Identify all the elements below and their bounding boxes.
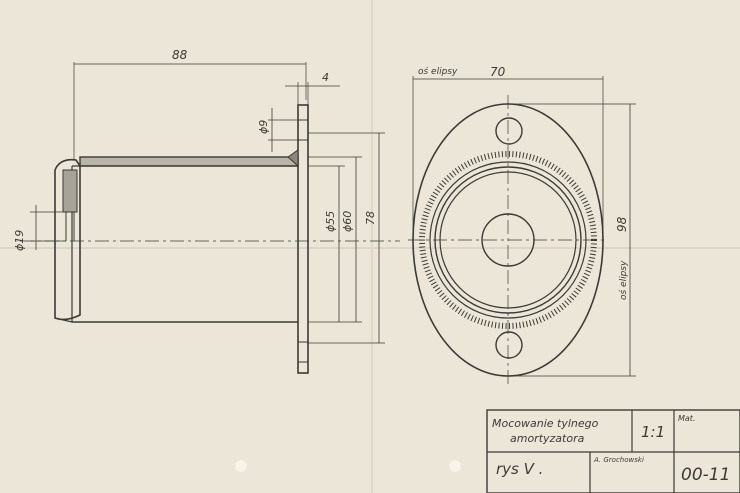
weld-flange [287,149,299,168]
front-view: 70 oś elipsy 98 oś elipsy [408,65,636,385]
dim-70: 70 [490,65,506,79]
end-cap-bottom-lip [54,317,73,323]
scale-value: 1:1 [641,423,665,441]
axis-label-side: oś elipsy [618,260,629,300]
dim-phi-19: ϕ19 [13,230,26,251]
knurl-ring [419,151,597,329]
title-block: Mocowanie tylnego amortyzatora 1:1 Mat. … [486,409,740,493]
tube-outer-circle [429,161,587,319]
bore-circle [439,171,577,309]
flange-plate [297,104,309,374]
author: A. Grochowski [593,456,644,464]
punch-hole-left [235,460,247,472]
mount-hole-bottom [495,331,523,359]
dim-phi-60: ϕ60 [341,211,354,232]
title-line1: Mocowanie tylnego [492,417,599,430]
center-hole [481,213,535,267]
mat-label: Mat. [678,414,695,423]
dim-4: 4 [322,71,329,84]
tube-inner-circle [434,166,582,314]
dim-98: 98 [615,216,629,232]
title-line2: amortyzatora [510,432,585,445]
punch-hole-right [449,460,461,472]
dim-phi-55: ϕ55 [324,211,337,232]
mount-hole-top [495,117,523,145]
dim-78: 78 [364,211,377,225]
dim-88: 88 [172,48,188,62]
dim-phi-9: ϕ9 [257,120,270,134]
drawing-number: 00-11 [681,465,730,485]
axis-label-top: oś elipsy [418,66,458,77]
end-cap-section [62,169,78,213]
tube-wall-section [79,156,299,167]
side-view: 88 4 ϕ9 ϕ19 ϕ55 ϕ60 78 [13,48,400,374]
sheet-ref: rys V . [496,460,543,478]
